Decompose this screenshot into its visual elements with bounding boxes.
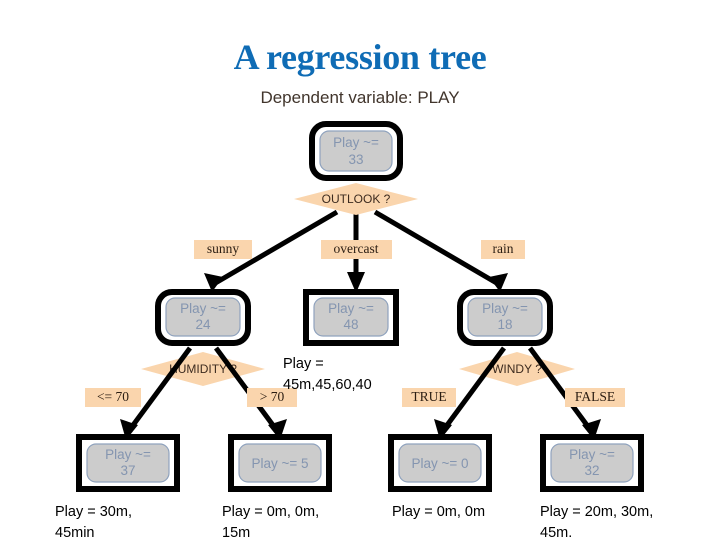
arrowhead-sunny xyxy=(204,273,223,292)
arrowhead-rain xyxy=(489,273,508,292)
leaf-windy-false[interactable]: Play ~= 32 xyxy=(540,434,644,492)
page-title: A regression tree xyxy=(233,37,487,77)
windy-decision-label: WINDY ? xyxy=(492,362,542,376)
root-node-inner xyxy=(319,130,393,172)
edge-group-root xyxy=(204,209,508,293)
branch-windy-false[interactable]: FALSE xyxy=(565,388,625,407)
branch-false-label: FALSE xyxy=(575,389,615,404)
outlook-decision-label: OUTLOOK ? xyxy=(322,192,391,206)
branch-humidity-gt70[interactable]: > 70 xyxy=(247,388,297,407)
branch-overcast-bg xyxy=(321,240,392,259)
branch-gt70-bg xyxy=(247,388,297,407)
branch-le70-label: <= 70 xyxy=(97,389,129,404)
leaf-le70-line1: Play ~= xyxy=(105,447,151,462)
leaf-true-line1: Play ~= 0 xyxy=(411,456,468,471)
node-sunny[interactable]: Play ~= 24 xyxy=(155,289,251,346)
leaf-le70-inner xyxy=(86,443,170,483)
leaf-caption-true: Play = 0m, 0m xyxy=(392,504,486,520)
branch-sunny[interactable]: sunny xyxy=(194,240,252,259)
humidity-decision-label: HUMIDITY ? xyxy=(169,362,237,376)
leaf-le70-line2: 37 xyxy=(120,463,135,478)
leaf-caption-false: Play = 20m, 30m, 45m. xyxy=(540,504,654,541)
branch-overcast-label: overcast xyxy=(334,241,379,256)
branch-overcast[interactable]: overcast xyxy=(321,240,392,259)
node-rain-line1: Play ~= xyxy=(482,301,528,316)
edge-group-windy xyxy=(434,346,601,440)
node-overcast-line2: 48 xyxy=(343,317,358,332)
leaf-windy-true[interactable]: Play ~= 0 xyxy=(388,434,492,492)
branch-rain-bg xyxy=(481,240,525,259)
leaf-caption-gt70: Play = 0m, 0m, 15m xyxy=(222,504,320,541)
node-rain-line2: 18 xyxy=(497,317,512,332)
node-rain[interactable]: Play ~= 18 xyxy=(457,289,553,346)
leaf-false-line2: 32 xyxy=(584,463,599,478)
edge-root-sunny xyxy=(210,209,339,288)
overcast-note: Play = 45m,45,60,40 xyxy=(283,356,372,393)
branch-rain-label: rain xyxy=(493,241,514,256)
edge-windy-true xyxy=(439,346,507,434)
branch-sunny-bg xyxy=(194,240,252,259)
humidity-decision[interactable]: HUMIDITY ? xyxy=(141,352,265,386)
node-sunny-line1: Play ~= xyxy=(180,301,226,316)
arrowhead-gt70 xyxy=(268,419,287,440)
leaf-false-inner xyxy=(550,443,634,483)
leaf-caption-le70: Play = 30m, 45min xyxy=(55,504,132,541)
root-node-line1: Play ~= xyxy=(333,135,379,150)
root-node[interactable]: Play ~= 33 xyxy=(309,121,403,181)
leaf-false-line1: Play ~= xyxy=(569,447,615,462)
arrowhead-overcast xyxy=(347,272,365,293)
node-overcast-inner xyxy=(313,297,389,337)
leaf-gt70-line1: Play ~= 5 xyxy=(251,456,308,471)
branch-windy-true[interactable]: TRUE xyxy=(402,388,456,407)
edge-windy-false xyxy=(527,346,595,434)
branch-sunny-label: sunny xyxy=(207,241,240,256)
branch-rain[interactable]: rain xyxy=(481,240,525,259)
node-overcast[interactable]: Play ~= 48 xyxy=(303,289,399,346)
leaf-true-inner xyxy=(398,443,482,483)
leaf-gt70-inner xyxy=(238,443,322,483)
humidity-diamond-shape xyxy=(141,352,265,386)
node-rain-inner xyxy=(467,297,543,337)
node-sunny-inner xyxy=(165,297,241,337)
leaf-humidity-le70[interactable]: Play ~= 37 xyxy=(76,434,180,492)
branch-humidity-le70[interactable]: <= 70 xyxy=(85,388,141,407)
branch-le70-bg xyxy=(85,388,141,407)
node-sunny-line2: 24 xyxy=(195,317,211,332)
arrowhead-false xyxy=(582,419,601,440)
windy-decision[interactable]: WINDY ? xyxy=(459,352,575,386)
branch-true-label: TRUE xyxy=(411,389,446,404)
windy-diamond-shape xyxy=(459,352,575,386)
branch-gt70-label: > 70 xyxy=(260,389,285,404)
outlook-decision[interactable]: OUTLOOK ? xyxy=(294,183,418,215)
root-node-line2: 33 xyxy=(348,152,363,167)
node-overcast-line1: Play ~= xyxy=(328,301,374,316)
leaf-humidity-gt70[interactable]: Play ~= 5 xyxy=(228,434,332,492)
edge-root-rain xyxy=(373,209,502,288)
page-subtitle: Dependent variable: PLAY xyxy=(260,88,460,107)
edge-humidity-le70 xyxy=(125,346,193,434)
branch-false-bg xyxy=(565,388,625,407)
outlook-diamond-shape xyxy=(294,183,418,215)
branch-true-bg xyxy=(402,388,456,407)
